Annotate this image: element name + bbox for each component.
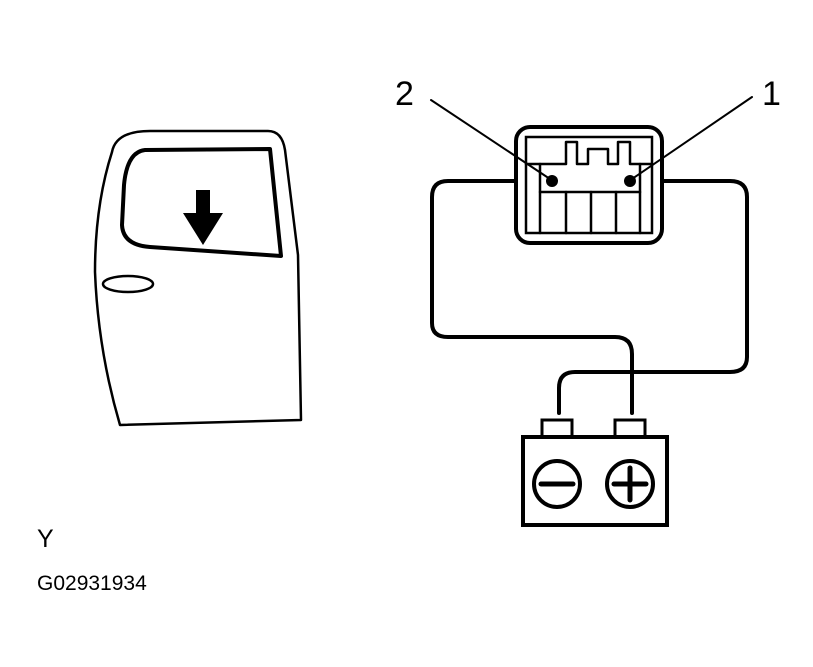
terminal-1-label: 1 — [762, 75, 781, 113]
terminal-2-label: 2 — [395, 75, 414, 113]
view-letter: Y — [37, 525, 54, 553]
arrow-down-icon — [183, 190, 223, 245]
battery-icon — [521, 418, 669, 527]
wire-return — [557, 179, 749, 415]
plus-icon — [605, 459, 655, 509]
leader-line-2 — [430, 99, 551, 180]
door-handle — [101, 274, 155, 294]
minus-icon — [532, 459, 582, 509]
leader-line-1 — [631, 96, 753, 180]
connector-icon — [514, 125, 664, 245]
door-icon — [93, 129, 303, 427]
wire-loop — [430, 179, 634, 415]
figure-code: G02931934 — [37, 572, 147, 595]
